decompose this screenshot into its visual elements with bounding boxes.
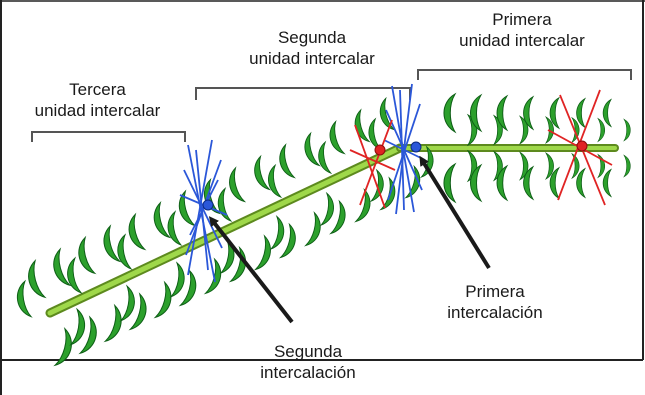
leaf bbox=[326, 122, 344, 157]
label-tercera-unidad-intercalar: Tercera unidad intercalar bbox=[0, 79, 195, 121]
label-line: Tercera bbox=[0, 79, 195, 100]
leaf bbox=[377, 98, 395, 132]
leaf bbox=[125, 214, 145, 252]
label-line: Primera bbox=[417, 9, 627, 30]
bracket-segunda-unidad bbox=[196, 88, 410, 100]
leaf bbox=[572, 154, 579, 178]
label-segunda-unidad-intercalar: Segunda unidad intercalar bbox=[207, 27, 417, 69]
bracket-tercera-unidad bbox=[32, 132, 185, 142]
leaf bbox=[216, 188, 231, 222]
leaf bbox=[266, 165, 281, 198]
leaf bbox=[624, 119, 630, 141]
label-primera-unidad-intercalar: Primera unidad intercalar bbox=[417, 9, 627, 51]
leaf bbox=[50, 249, 70, 288]
bracket-primera-unidad bbox=[418, 70, 631, 80]
label-line: unidad intercalar bbox=[0, 100, 195, 121]
leaf bbox=[75, 238, 95, 277]
label-line: Segunda bbox=[228, 341, 388, 362]
leaf bbox=[444, 94, 455, 132]
leaf bbox=[603, 170, 611, 197]
leaf bbox=[15, 281, 32, 318]
leaf bbox=[71, 309, 88, 346]
leaf bbox=[256, 236, 275, 272]
label-line: Segunda bbox=[207, 27, 417, 48]
leaf bbox=[624, 155, 630, 177]
label-line: intercalación bbox=[420, 302, 570, 323]
leaf bbox=[165, 212, 181, 247]
leaf bbox=[603, 100, 611, 127]
leaf bbox=[251, 156, 270, 192]
leaf bbox=[271, 216, 286, 250]
leaf bbox=[221, 240, 237, 275]
leaf bbox=[321, 193, 336, 226]
leaf bbox=[276, 145, 294, 180]
leaf bbox=[598, 118, 605, 141]
leaf bbox=[55, 329, 75, 368]
arrow-primera-intercalacion bbox=[422, 160, 489, 268]
leaf bbox=[155, 282, 175, 320]
leaf bbox=[301, 133, 319, 168]
label-primera-intercalacion: Primera intercalación bbox=[420, 281, 570, 323]
label-segunda-intercalacion: Segunda intercalación bbox=[228, 341, 388, 383]
label-line: unidad intercalar bbox=[207, 48, 417, 69]
leaf bbox=[306, 213, 324, 248]
leaf bbox=[316, 142, 331, 175]
red-dot-primera-unidad bbox=[577, 141, 587, 151]
leaf bbox=[171, 263, 187, 299]
leaf-group bbox=[15, 94, 631, 368]
label-line: intercalación bbox=[228, 362, 388, 383]
leaf bbox=[100, 226, 120, 264]
blue-dot-primera-intercalacion bbox=[411, 142, 421, 152]
leaf bbox=[105, 306, 125, 345]
label-line: unidad intercalar bbox=[417, 30, 627, 51]
red-dot-segunda-unidad bbox=[375, 145, 385, 155]
stem-main-highlight bbox=[50, 148, 400, 313]
leaf bbox=[65, 258, 81, 294]
leaf bbox=[121, 286, 137, 322]
label-line: Primera bbox=[420, 281, 570, 302]
leaf bbox=[226, 168, 245, 204]
leaf bbox=[115, 235, 131, 271]
leaf bbox=[24, 261, 44, 300]
leaf bbox=[150, 203, 169, 240]
blue-dot-segunda-intercalacion bbox=[203, 200, 213, 210]
